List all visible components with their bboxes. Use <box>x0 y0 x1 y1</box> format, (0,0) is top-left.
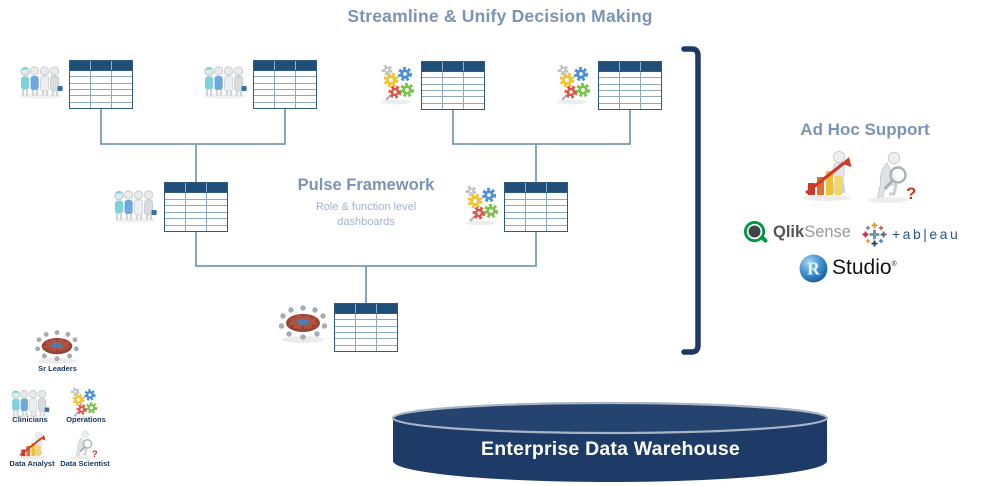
ad-hoc-support-title: Ad Hoc Support <box>800 120 930 139</box>
qlik-word-part1: Qlik <box>773 222 805 241</box>
pulse-subtitle-line1: Role & function level <box>315 201 417 213</box>
legend-data-scientist-label: Data Scientist <box>60 459 110 468</box>
legend-operations-icon <box>65 386 105 420</box>
svg-text:?: ? <box>92 449 98 460</box>
operations-gears-icon <box>378 63 420 105</box>
edw-cylinder <box>391 401 829 482</box>
pulse-framework-subtitle: Role & function level dashboards <box>281 200 451 230</box>
legend-data-analyst-label: Data Analyst <box>9 459 55 468</box>
operations-gears-icon <box>462 184 504 226</box>
magnifier-question-figure-icon: ? <box>864 150 916 204</box>
tableau-wordmark: +ab|eau <box>892 226 961 242</box>
operations-gears-icon <box>554 63 596 105</box>
rstudio-word-text: Studio <box>832 256 892 279</box>
rstudio-wordmark: Studio® <box>832 256 897 280</box>
edw-label: Enterprise Data Warehouse <box>481 438 740 460</box>
tableau-logo: +ab|eau <box>862 221 960 247</box>
dashboard-table-top-2 <box>253 60 317 109</box>
right-bracket <box>681 46 701 355</box>
registered-mark: ® <box>891 261 897 268</box>
sr-leaders-roundtable-icon <box>277 304 329 344</box>
clinicians-icon <box>112 186 158 224</box>
legend-sr-leaders-label: Sr Leaders <box>38 364 77 373</box>
qliksense-logo: QlikSense <box>742 218 851 246</box>
connector-lines <box>100 109 631 303</box>
legend-data-scientist-icon: ? <box>64 430 102 460</box>
dashboard-table-mid-left <box>164 182 228 232</box>
rstudio-sphere-icon: R <box>799 254 828 282</box>
dashboard-table-bottom <box>334 303 398 352</box>
legend-operations-label: Operations <box>66 415 106 424</box>
page-title: Streamline & Unify Decision Making <box>347 6 653 26</box>
clinicians-icon <box>202 62 248 100</box>
dashboard-table-top-3 <box>421 61 485 110</box>
dashboard-table-top-1 <box>69 60 133 109</box>
pulse-framework-title: Pulse Framework <box>297 176 435 194</box>
legend-data-analyst-icon <box>12 430 54 460</box>
dashboard-table-mid-right <box>504 182 568 232</box>
qlik-wordmark: QlikSense <box>773 223 851 242</box>
legend-sr-leaders-icon <box>32 329 82 365</box>
svg-text:?: ? <box>906 184 916 203</box>
pulse-subtitle-line2: dashboards <box>337 215 395 228</box>
clinicians-icon <box>18 62 64 100</box>
legend-clinicians-label: Clinicians <box>12 415 48 424</box>
legend-clinicians-icon <box>8 387 52 419</box>
analysis-chart-figure-icon <box>800 146 858 204</box>
qlik-icon <box>743 220 768 243</box>
dashboard-table-top-4 <box>598 61 662 110</box>
tableau-icon <box>862 221 887 247</box>
qlik-word-part2: Sense <box>804 222 851 241</box>
rstudio-r-letter: R <box>807 258 820 278</box>
rstudio-logo: R Studio® <box>798 252 897 284</box>
